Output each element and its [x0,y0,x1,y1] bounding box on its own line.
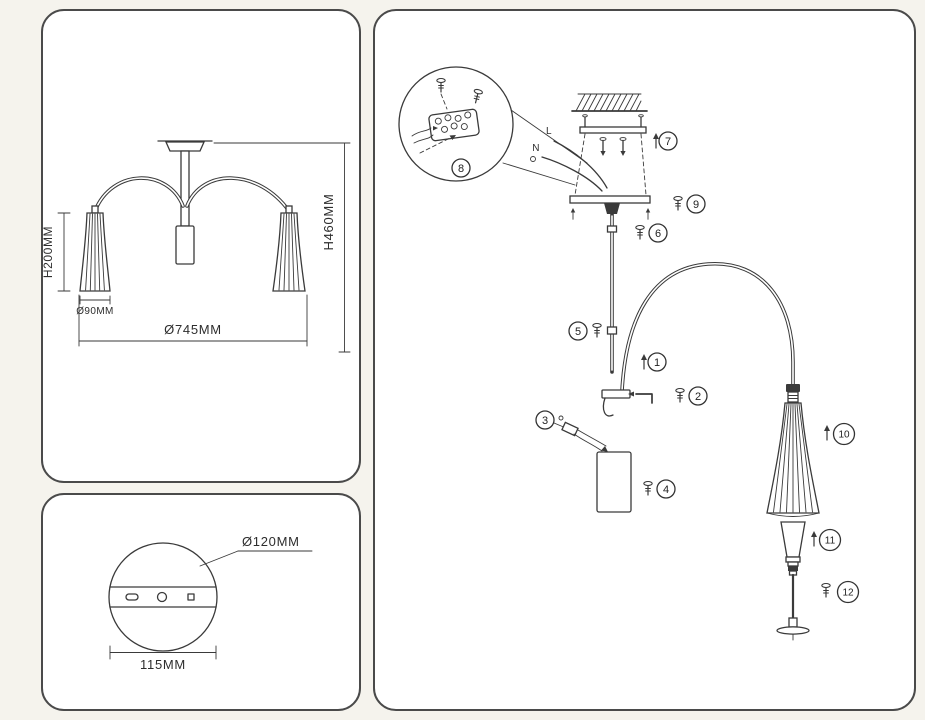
dim-d745-label: Ø745MM [164,322,222,337]
wiring-detail-circle [398,66,514,182]
rod-collar [606,225,618,233]
assembly-view: N L [398,66,860,641]
vertical-rod [606,212,618,374]
dim-h460: H460MM [213,142,351,353]
dim-115-label: 115MM [140,657,186,672]
canopy-screw [619,137,627,156]
wire-l-label: L [546,126,552,137]
svg-text:6: 6 [655,228,661,240]
dim-h200-label: H200MM [41,226,55,278]
arm-joint [601,389,653,417]
step-marker-4: 4 [643,479,676,499]
socket-cone [780,521,806,576]
center-body [175,225,195,265]
base-square-hole [187,593,195,601]
base-hole [156,591,168,603]
step-marker-1: 1 [640,352,667,372]
detail-wire [413,134,434,144]
step-marker-6: 6 [635,223,668,243]
step-marker-3: 3 [535,410,555,430]
allen-key [635,393,653,404]
panel-dimensions [41,9,361,483]
lower-rod-foot [776,573,810,641]
supply-wires: N L [530,126,608,192]
step-marker-7: 7 [652,131,678,151]
svg-text:2: 2 [695,391,701,403]
stem [180,150,190,227]
rod-collar [606,326,618,335]
body-tube [596,451,632,513]
dim-d120-label: Ø120MM [242,534,300,549]
step-marker-8: 8 [451,158,471,178]
svg-text:7: 7 [665,136,671,148]
left-arm [93,176,185,213]
svg-text:9: 9 [693,199,699,211]
base-slot [125,593,139,601]
lamp-front-view: H200MM Ø90MM Ø745MM H460MM [41,140,351,353]
step-marker-9: 9 [673,194,706,214]
step-marker-2: 2 [675,386,708,406]
base-top-view: Ø120MM 115MM [108,534,313,672]
svg-text:3: 3 [542,415,548,427]
dim-h460-label: H460MM [321,194,336,251]
dim-d745: Ø745MM [78,294,308,347]
svg-text:11: 11 [825,536,836,547]
dim-d90-label: Ø90MM [76,306,114,317]
detail-wire [411,127,432,137]
svg-text:4: 4 [663,484,669,496]
left-shade [79,205,111,292]
base-circle [108,542,218,652]
shade-collar [786,384,800,392]
step-marker-10: 10 [823,422,856,446]
svg-text:10: 10 [838,430,850,441]
right-arm [185,176,291,213]
canopy [164,141,206,152]
step-marker-11: 11 [810,528,842,552]
curved-arm [620,262,795,393]
shade-ferrule [787,391,799,403]
step-marker-12: 12 [821,580,860,604]
right-shade [272,205,306,292]
svg-text:1: 1 [654,357,660,369]
svg-text:12: 12 [842,588,854,599]
connector-parts [553,415,608,452]
ceiling-hatch [571,93,648,112]
canopy-screw [599,137,607,156]
svg-text:5: 5 [575,326,581,338]
canopy-plate [569,195,651,220]
dim-d90: Ø90MM [76,295,114,317]
dim-115: 115MM [109,645,217,672]
svg-text:8: 8 [458,163,464,175]
dim-h200: H200MM [41,212,71,292]
wire-n-label: N [532,143,540,154]
step-marker-5: 5 [568,321,602,341]
dim-d120: Ø120MM [199,534,313,567]
pleated-shade [766,402,820,517]
mounting-bracket [574,114,647,196]
